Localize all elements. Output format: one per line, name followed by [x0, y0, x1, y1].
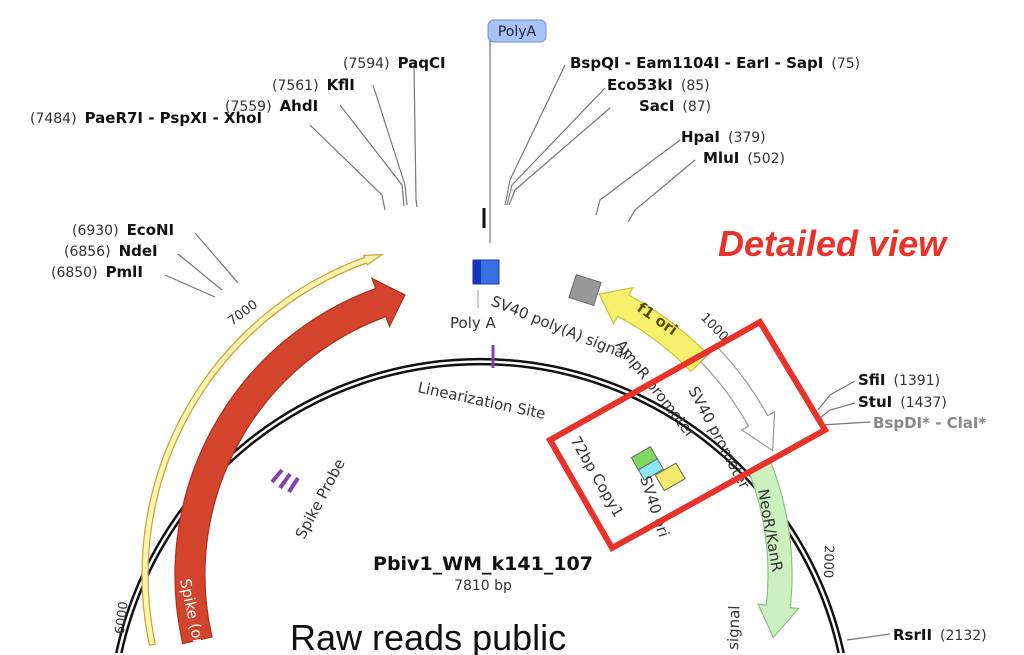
- enzyme-labels: (7594)PaqCI (7561)KflI (7559)AhdI (7484)…: [30, 54, 987, 644]
- spike-probe-label: Spike Probe: [292, 456, 349, 542]
- enzyme-saci: SacI(87): [639, 97, 711, 115]
- enzyme-rsrii: RsrII(2132): [893, 626, 987, 644]
- sv40-ori-feature: [630, 445, 686, 492]
- detailed-view-label: Detailed view: [718, 223, 948, 264]
- orf-thin-arrow: [141, 253, 385, 647]
- enzyme-mlui: MluI(502): [703, 149, 785, 167]
- enzyme-ndei: (6856)NdeI: [64, 242, 158, 260]
- enzyme-ahdi: (7559)AhdI: [225, 97, 318, 115]
- sv40-promoter-arrow: [699, 345, 776, 452]
- polya-tag: [487, 19, 547, 43]
- polya-tag-label: PolyA: [498, 24, 537, 40]
- enzyme-kfli: (7561)KflI: [272, 76, 355, 94]
- tick-6000: 6000: [113, 601, 132, 636]
- neor-kanr-arrow: [748, 462, 800, 639]
- enzyme-sapi: BspQI - Eam1104I - EarI - SapI(75): [570, 54, 860, 72]
- enzyme-paqci: (7594)PaqCI: [343, 54, 446, 72]
- sv40-polya-feature: [568, 273, 602, 307]
- copy-label: 72bp Copy1: [567, 433, 628, 520]
- enzyme-hpai: HpaI(379): [681, 128, 766, 146]
- enzyme-sfii: SfiI(1391): [858, 371, 940, 389]
- signal-label: signal: [724, 605, 744, 650]
- tick-2000: 2000: [820, 545, 836, 579]
- bottom-caption: Raw reads public: [290, 617, 566, 655]
- enzyme-econi: (6930)EcoNI: [72, 221, 174, 239]
- enzyme-eco53ki: Eco53kI(85): [607, 76, 710, 94]
- enzyme-leaders: [164, 40, 891, 641]
- enzyme-pmli: (6850)PmlI: [51, 263, 143, 281]
- poly-a-feature-edge: [473, 260, 481, 284]
- f1-ori-arrow: [598, 286, 709, 373]
- enzyme-xhoi: (7484)PaeR7I - PspXI - XhoI: [30, 109, 262, 127]
- poly-a-label: Poly A: [450, 314, 497, 332]
- map-length: 7810 bp: [454, 578, 512, 594]
- spike-probe-marks: [270, 468, 300, 494]
- enzyme-clai: BspDI* - ClaI*: [873, 414, 986, 432]
- spike-feature-arrow: [174, 277, 406, 645]
- detailed-view-box: [545, 317, 830, 553]
- map-title: Pbiv1_WM_k141_107: [373, 553, 593, 575]
- enzyme-stui: StuI(1437): [858, 393, 947, 411]
- linearization-label: Linearization Site: [416, 378, 547, 423]
